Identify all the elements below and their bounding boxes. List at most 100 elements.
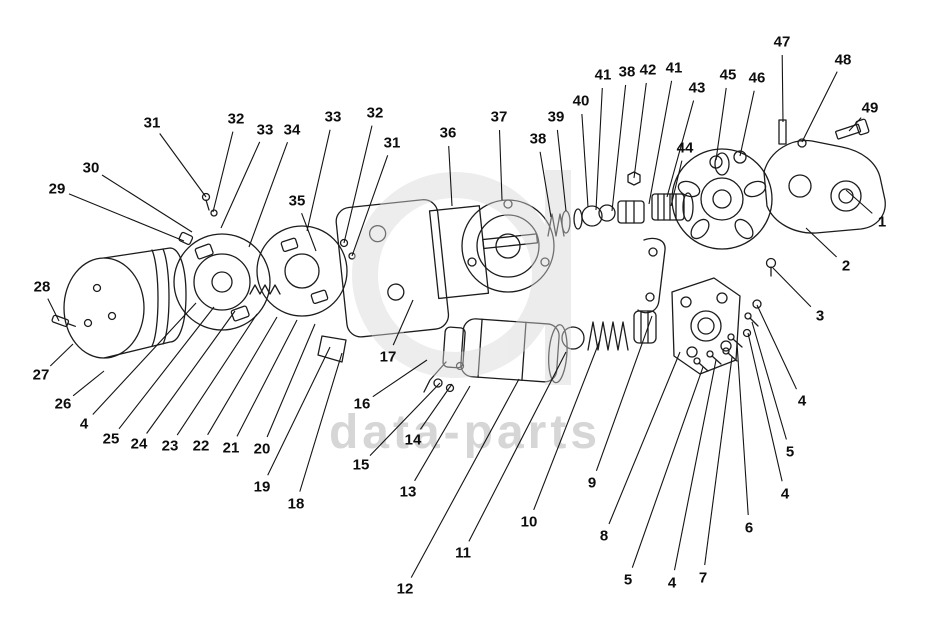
leader-line bbox=[372, 359, 428, 398]
part-callout: 5 bbox=[786, 444, 794, 461]
part-callout: 40 bbox=[573, 93, 590, 110]
part-callout: 41 bbox=[595, 67, 612, 84]
leader-line bbox=[101, 174, 193, 233]
drive-end-bracket bbox=[671, 148, 773, 250]
leader-line bbox=[207, 316, 278, 436]
leader-line bbox=[220, 141, 261, 229]
leader-line bbox=[772, 267, 812, 308]
part-callout: 4 bbox=[781, 486, 790, 503]
leader-line bbox=[343, 125, 373, 244]
part-callout: 10 bbox=[521, 514, 538, 531]
part-callout: 4 bbox=[80, 416, 89, 433]
part-callout: 6 bbox=[745, 520, 753, 537]
leader-line bbox=[266, 323, 316, 438]
part-callout: 37 bbox=[491, 109, 508, 126]
part-callout: 18 bbox=[288, 496, 305, 513]
part-callout: 16 bbox=[354, 396, 371, 413]
watermark-text: data-parts bbox=[329, 406, 601, 459]
part-callout: 2 bbox=[842, 258, 850, 275]
part-callout: 45 bbox=[720, 67, 737, 84]
parts-art bbox=[51, 118, 886, 393]
leader-line bbox=[781, 54, 784, 123]
part-callout: 31 bbox=[144, 115, 161, 132]
leader-line bbox=[47, 298, 60, 322]
solenoid bbox=[442, 318, 568, 384]
leader-line bbox=[633, 82, 647, 179]
part-callout: 33 bbox=[257, 122, 274, 139]
leader-line bbox=[670, 160, 683, 207]
part-callout: 39 bbox=[548, 109, 565, 126]
shift-lever bbox=[423, 361, 465, 393]
part-callout: 15 bbox=[353, 457, 370, 474]
part-callout: 38 bbox=[619, 64, 636, 81]
brush-springs bbox=[249, 284, 281, 295]
part-callout: 29 bbox=[49, 181, 66, 198]
part-callout: 20 bbox=[254, 441, 271, 458]
part-callout: 8 bbox=[600, 528, 608, 545]
part-callout: 11 bbox=[455, 545, 471, 562]
leader-line bbox=[595, 87, 603, 211]
leader-line bbox=[666, 100, 695, 198]
leader-line bbox=[608, 351, 681, 525]
leader-line bbox=[351, 155, 389, 257]
leader-line bbox=[369, 382, 441, 456]
shaft-hardware bbox=[547, 150, 747, 237]
leader-line bbox=[392, 299, 414, 346]
part-callout: 7 bbox=[699, 570, 707, 587]
leader-line bbox=[267, 346, 331, 476]
leader-line bbox=[306, 129, 331, 232]
leader-line bbox=[468, 351, 567, 542]
part-callout: 12 bbox=[397, 581, 414, 598]
leader-line bbox=[595, 315, 653, 471]
leader-line bbox=[611, 84, 627, 212]
mount-plate bbox=[671, 277, 741, 375]
part-callout: 31 bbox=[384, 135, 401, 152]
leader-line bbox=[801, 71, 838, 143]
leader-line bbox=[146, 310, 236, 434]
part-callout: 32 bbox=[367, 105, 384, 122]
leader-line bbox=[533, 339, 601, 511]
part-callout: 28 bbox=[34, 279, 51, 296]
leader-line bbox=[49, 343, 74, 367]
part-callout: 14 bbox=[405, 432, 422, 449]
part-callout: 17 bbox=[380, 349, 397, 366]
watermark-logo bbox=[352, 170, 571, 385]
part-callout: 25 bbox=[103, 431, 120, 448]
leader-line bbox=[118, 306, 215, 430]
brush-holder-plate bbox=[256, 225, 356, 317]
boot bbox=[317, 335, 347, 363]
leader-line bbox=[631, 366, 704, 568]
part-callout: 33 bbox=[325, 109, 342, 126]
armature bbox=[428, 205, 539, 300]
leader-line bbox=[68, 193, 185, 242]
strap-bracket bbox=[637, 237, 666, 314]
leader-line bbox=[756, 304, 797, 390]
leader-line bbox=[299, 352, 343, 492]
part-callout: 27 bbox=[33, 367, 50, 384]
brush-plate bbox=[173, 192, 271, 331]
part-callout: 4 bbox=[668, 575, 677, 592]
part-callout: 1 bbox=[878, 214, 886, 231]
part-callout: 3 bbox=[816, 308, 824, 325]
leader-line bbox=[805, 227, 837, 258]
leader-line bbox=[448, 145, 453, 207]
part-callout: 49 bbox=[862, 100, 879, 117]
part-callout: 36 bbox=[440, 125, 457, 142]
leader-line bbox=[248, 142, 289, 248]
part-callout: 21 bbox=[223, 440, 240, 457]
leader-line bbox=[673, 359, 717, 571]
leader-line bbox=[751, 321, 787, 440]
part-callout: 13 bbox=[400, 484, 417, 501]
leader-line bbox=[848, 117, 862, 132]
leader-line bbox=[301, 213, 317, 252]
leader-line bbox=[736, 342, 749, 516]
leader-line bbox=[419, 383, 453, 430]
leader-line bbox=[236, 319, 298, 437]
part-callout: 19 bbox=[254, 479, 271, 496]
leader-line bbox=[212, 131, 234, 213]
leader-line bbox=[72, 370, 105, 397]
leader-line bbox=[159, 133, 207, 198]
screw-small bbox=[51, 314, 76, 327]
